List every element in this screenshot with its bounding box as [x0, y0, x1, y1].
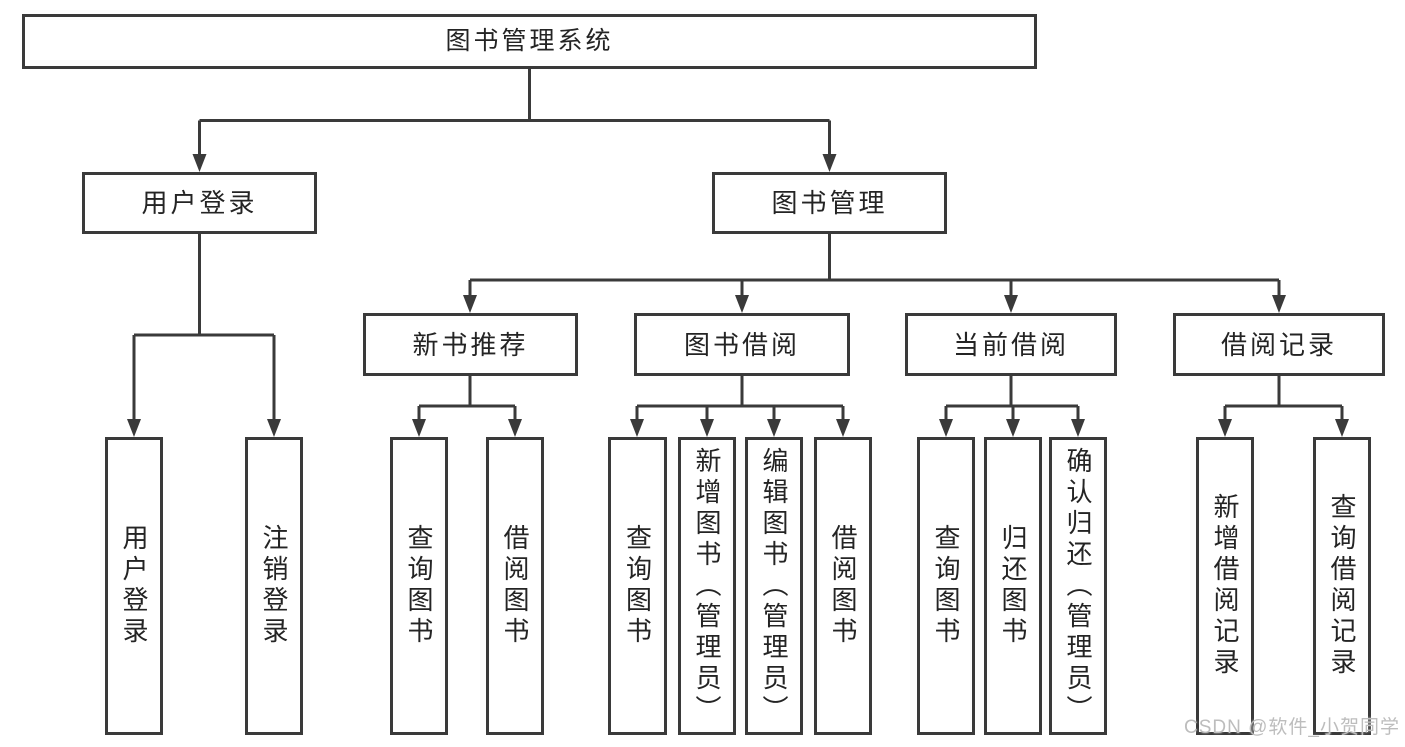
node-label: 新增图书（管理员） [692, 446, 722, 726]
leaf-edit-book-admin: 编辑图书（管理员） [745, 437, 803, 735]
csdn-watermark: CSDN @软件_小贺同学 [1184, 717, 1400, 738]
node-current-borrow: 当前借阅 [905, 313, 1117, 376]
node-user-login: 用户登录 [82, 172, 317, 234]
leaf-add-book-admin: 新增图书（管理员） [678, 437, 736, 735]
node-label: 查询图书 [931, 524, 961, 648]
node-label: 编辑图书（管理员） [759, 446, 789, 726]
node-label: 借阅图书 [500, 524, 530, 648]
node-label: 借阅记录 [1220, 329, 1337, 360]
leaf-add-borrow-record: 新增借阅记录 [1196, 437, 1254, 735]
node-label: 图书借阅 [683, 329, 800, 360]
node-book-management: 图书管理 [712, 172, 947, 234]
node-label: 查询图书 [404, 524, 434, 648]
leaf-query-books-borrow: 查询图书 [608, 437, 667, 735]
node-new-book-recommend: 新书推荐 [363, 313, 578, 376]
leaf-query-books-current: 查询图书 [917, 437, 975, 735]
node-label: 查询借阅记录 [1327, 493, 1357, 679]
node-borrow-records: 借阅记录 [1173, 313, 1385, 376]
node-label: 查询图书 [622, 524, 653, 648]
leaf-query-books-recommend: 查询图书 [390, 437, 448, 735]
leaf-return-book: 归还图书 [984, 437, 1042, 735]
leaf-user-login: 用户登录 [105, 437, 163, 735]
leaf-query-borrow-record: 查询借阅记录 [1313, 437, 1371, 735]
node-label: 归还图书 [998, 524, 1028, 648]
node-system-root: 图书管理系统 [22, 14, 1037, 69]
node-label: 新书推荐 [412, 329, 529, 360]
node-label: 注销登录 [259, 524, 289, 648]
node-label: 用户登录 [119, 524, 149, 648]
node-book-borrow: 图书借阅 [634, 313, 850, 376]
node-label: 当前借阅 [952, 329, 1069, 360]
node-label: 图书管理系统 [445, 27, 614, 55]
node-label: 借阅图书 [828, 524, 858, 648]
leaf-borrow-books: 借阅图书 [814, 437, 872, 735]
leaf-logout: 注销登录 [245, 437, 303, 735]
node-label: 用户登录 [141, 188, 258, 218]
node-label: 图书管理 [771, 188, 888, 218]
node-label: 新增借阅记录 [1210, 493, 1240, 679]
leaf-borrow-books-recommend: 借阅图书 [486, 437, 544, 735]
leaf-confirm-return-admin: 确认归还（管理员） [1049, 437, 1107, 735]
node-label: 确认归还（管理员） [1063, 446, 1093, 726]
